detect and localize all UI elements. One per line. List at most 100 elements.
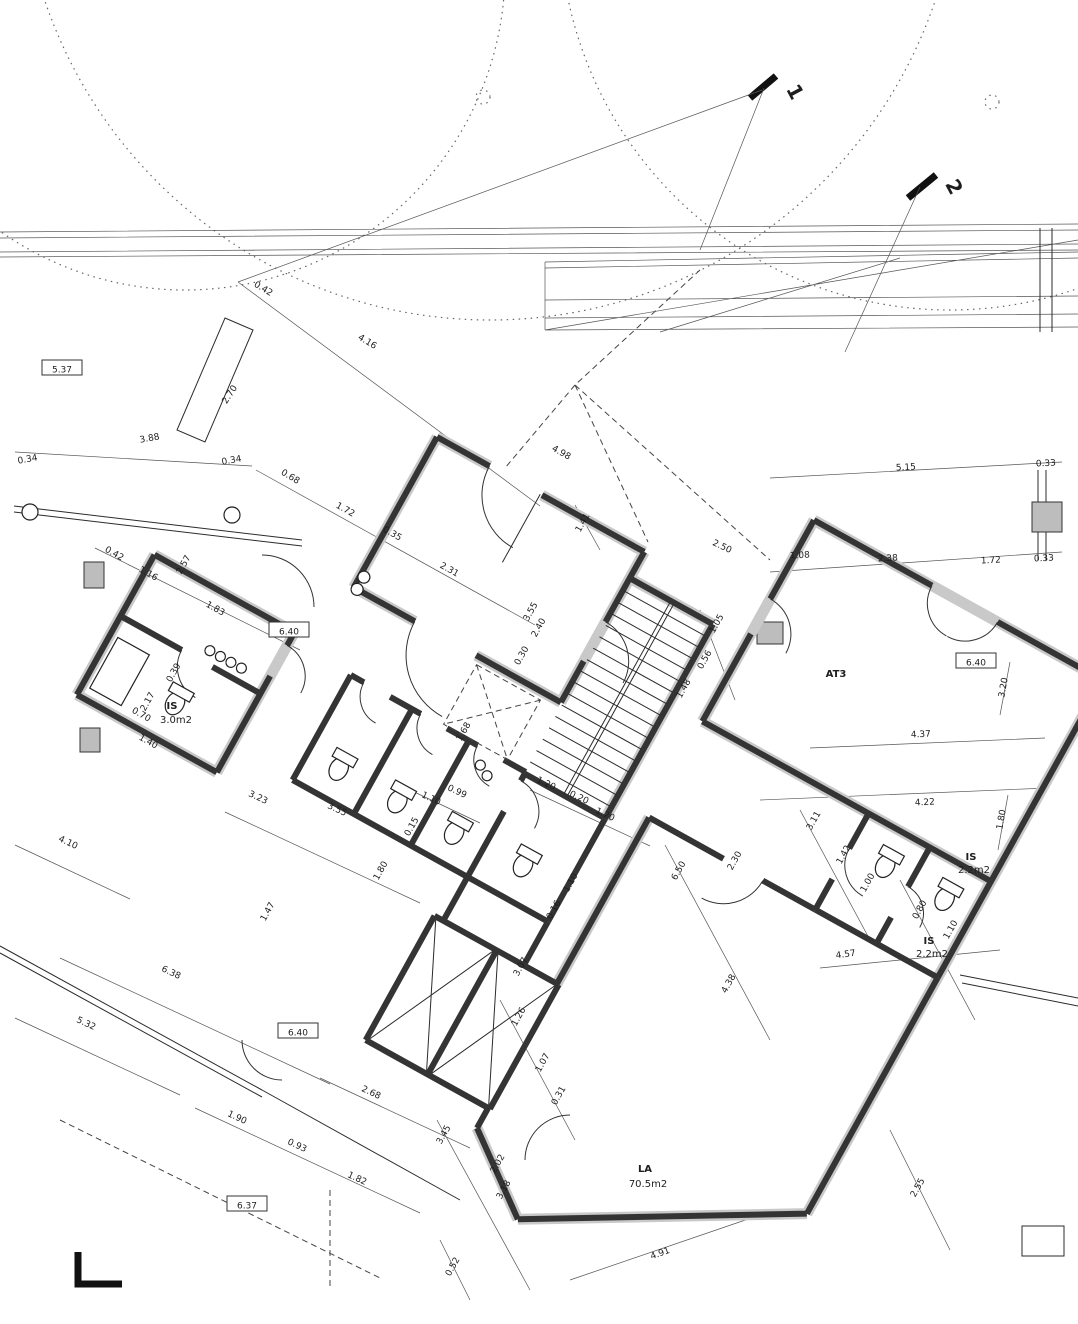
pier bbox=[1031, 501, 1063, 533]
dimension-label: 0.34 bbox=[17, 453, 39, 466]
site-strip bbox=[176, 317, 254, 443]
dimension-label: 3.55 bbox=[326, 801, 348, 819]
dimension-label: 4.10 bbox=[57, 834, 80, 852]
dimension-label: 1.80 bbox=[995, 809, 1008, 831]
boxed-dimension-frame bbox=[226, 1195, 268, 1212]
boxed-dimension: 6.40 bbox=[277, 1022, 319, 1039]
road-lines bbox=[0, 223, 1078, 258]
boxed-dimension: 6.40 bbox=[268, 621, 310, 638]
pier bbox=[83, 561, 105, 589]
room-label: 2.2m2 bbox=[958, 865, 990, 876]
dimension-label: 1.07 bbox=[534, 1052, 552, 1074]
dimension-label: 1.10 bbox=[562, 872, 581, 895]
dimension-label: 4.22 bbox=[915, 797, 936, 808]
dimension-label: 1.08 bbox=[790, 550, 811, 561]
dimension-lines bbox=[14, 281, 1063, 1301]
dimension-label: 3.20 bbox=[997, 677, 1010, 699]
dimension-label: 2.68 bbox=[360, 1084, 383, 1102]
dimension-label: 0.80 bbox=[911, 899, 930, 922]
dimension-label: 2.40 bbox=[530, 617, 549, 640]
labels-layer: 0.424.162.700.343.880.340.684.981.720.35… bbox=[17, 80, 1056, 1278]
shaft-dashed-cross bbox=[443, 664, 541, 760]
road-lines-right bbox=[544, 239, 1078, 333]
dimension-label: 3.88 bbox=[139, 432, 161, 445]
dimension-label: 0.31 bbox=[550, 1085, 568, 1107]
fence-post bbox=[223, 506, 241, 524]
boxed-dimension: 5.37 bbox=[41, 359, 83, 376]
dimension-label: 1.82 bbox=[346, 1170, 368, 1188]
site-layer bbox=[0, 0, 1078, 1290]
right-edge-walls bbox=[1037, 228, 1053, 560]
dimension-label: 0.30 bbox=[513, 645, 532, 668]
entry-door-arcs bbox=[241, 554, 571, 1161]
dimension-label: 2.50 bbox=[711, 538, 734, 556]
property-line bbox=[237, 89, 763, 283]
site-dashed-boundary bbox=[59, 1119, 381, 1290]
bathroom-walls bbox=[289, 672, 608, 925]
section-marker-2-bar bbox=[905, 172, 939, 201]
section-marker-number: 1 bbox=[781, 80, 809, 104]
dimension-label: 1.05 bbox=[708, 613, 726, 635]
boxed-dimension: 6.40 bbox=[955, 652, 997, 669]
hall-partition bbox=[501, 493, 541, 563]
dimension-label: 1.47 bbox=[259, 901, 277, 923]
dimension-label: 4.57 bbox=[835, 949, 856, 962]
dimension-label: 1.20 bbox=[535, 775, 558, 793]
retaining-wall bbox=[0, 945, 461, 1201]
dimension-label: 0.52 bbox=[444, 1256, 462, 1278]
building-plan bbox=[72, 432, 1078, 1225]
boxed-dimension: 6.37 bbox=[226, 1195, 268, 1212]
dimension-label: 4.91 bbox=[649, 1246, 671, 1262]
dimension-label: 2.55 bbox=[909, 1177, 927, 1199]
setting-out-circle bbox=[567, 0, 1078, 311]
dimension-label: 1.72 bbox=[334, 501, 356, 519]
dimension-label: 1.00 bbox=[859, 872, 878, 895]
toilet-fixtures bbox=[88, 636, 965, 912]
dimension-label: 0.68 bbox=[279, 468, 302, 487]
sink-fixtures bbox=[204, 570, 493, 782]
at3-is-walls bbox=[699, 517, 1078, 981]
room-label: AT3 bbox=[826, 669, 847, 680]
dimension-label: 2.31 bbox=[438, 561, 460, 579]
section-marker-1-leader bbox=[699, 87, 765, 251]
boxed-dimension-label: 6.40 bbox=[966, 659, 986, 669]
dimension-label: 0.34 bbox=[221, 454, 243, 467]
dimension-label: 3.11 bbox=[805, 810, 823, 832]
dimension-label: 0.42 bbox=[103, 545, 125, 563]
hall-stair-walls bbox=[350, 434, 716, 821]
boxed-dimension-label: 5.37 bbox=[52, 366, 72, 376]
dimension-label: 6.50 bbox=[670, 860, 689, 883]
la-walls bbox=[474, 814, 941, 1223]
boxed-dimension-label: 6.40 bbox=[288, 1029, 308, 1039]
room-label: IS bbox=[924, 936, 935, 947]
elevator-cross bbox=[369, 919, 555, 1105]
fence-post bbox=[21, 503, 39, 521]
section-marker-number: 2 bbox=[940, 175, 968, 199]
dimension-label: 2.70 bbox=[221, 384, 240, 406]
dimension-label: 1.26 bbox=[510, 1006, 529, 1029]
legend-box bbox=[1021, 1225, 1065, 1257]
door-swing-arcs bbox=[176, 465, 999, 928]
survey-point bbox=[984, 94, 1000, 110]
right-lower-wall bbox=[959, 974, 1078, 1007]
room-label: IS bbox=[167, 701, 178, 712]
dimension-label: 1.83 bbox=[204, 600, 226, 618]
room-label: 70.5m2 bbox=[629, 1179, 667, 1190]
boxed-dimension-frame bbox=[41, 359, 83, 376]
boxed-dimension-frame bbox=[955, 652, 997, 669]
section-marker-2-leader bbox=[844, 186, 921, 353]
boxed-dimension-label: 6.40 bbox=[279, 628, 299, 638]
setting-out-circle bbox=[44, 0, 936, 321]
dimension-label: 0.42 bbox=[252, 280, 274, 299]
dimension-label: 5.15 bbox=[896, 462, 917, 473]
dimension-label: 4.16 bbox=[356, 333, 379, 352]
room-label: LA bbox=[638, 1164, 652, 1175]
dimension-label: 0.99 bbox=[446, 783, 469, 801]
dimension-label: 3.23 bbox=[247, 789, 269, 807]
left-wing-walls bbox=[74, 552, 298, 775]
dimension-label: 4.98 bbox=[550, 444, 573, 463]
dimension-label: 0.33 bbox=[1036, 458, 1057, 469]
dimension-label: 1.72 bbox=[981, 555, 1002, 566]
